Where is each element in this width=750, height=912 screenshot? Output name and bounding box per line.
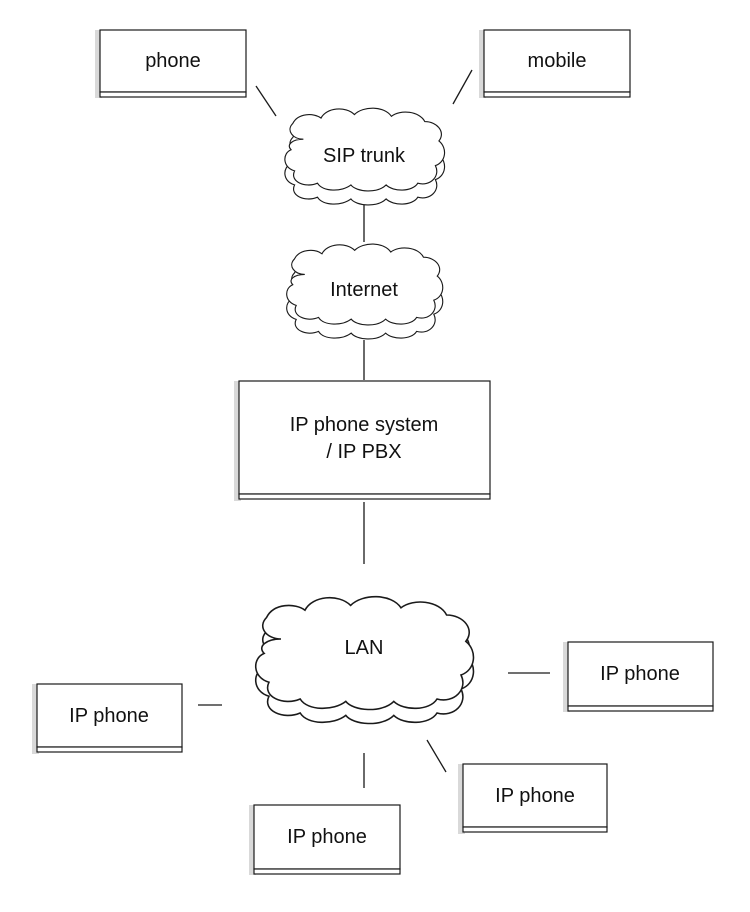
sip-trunk-cloud: SIP trunk [284, 107, 446, 206]
ip-phone-left-node: IP phone [32, 683, 183, 754]
ip-pbx-node: IP phone system / IP PBX [234, 380, 491, 501]
sip-trunk-label: SIP trunk [323, 145, 406, 167]
link-phone-sip [255, 85, 277, 117]
link-mobile-sip [452, 69, 473, 105]
phone-label: phone [145, 50, 201, 72]
internet-cloud: Internet [286, 243, 444, 340]
ip-phone-bottom-right-node: IP phone [458, 763, 608, 834]
ip-phone-bottom-right-label: IP phone [495, 785, 575, 807]
link-lan-ipphone-bottom-right [426, 739, 447, 773]
ip-phone-left-label: IP phone [69, 705, 149, 727]
ip-phone-right-label: IP phone [600, 663, 680, 685]
mobile-node: mobile [479, 29, 631, 98]
lan-cloud: LAN [254, 595, 475, 725]
ip-phone-right-node: IP phone [563, 641, 714, 712]
pbx-label-line2: / IP PBX [326, 441, 401, 463]
internet-label: Internet [330, 279, 398, 301]
mobile-label: mobile [528, 50, 587, 72]
lan-label: LAN [345, 637, 384, 659]
ip-phone-bottom-label: IP phone [287, 826, 367, 848]
pbx-label-line1: IP phone system [290, 414, 439, 436]
connectors [198, 69, 550, 788]
ip-phone-bottom-node: IP phone [249, 804, 401, 875]
phone-node: phone [95, 29, 247, 98]
